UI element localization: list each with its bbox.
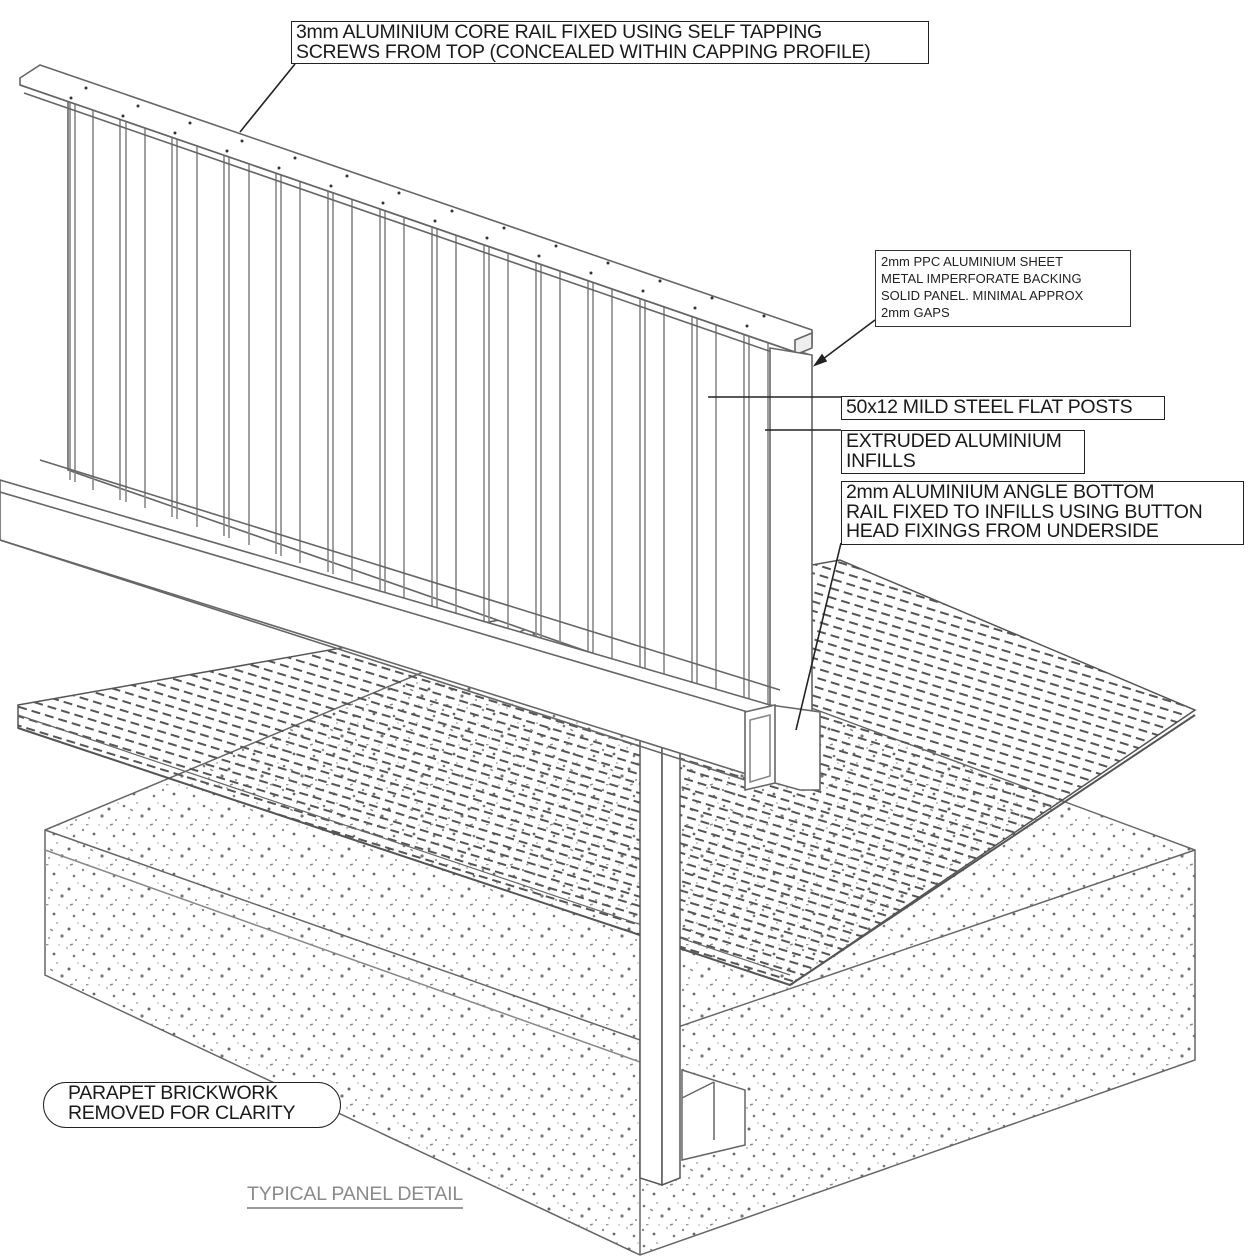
callout-line: REMOVED FOR CLARITY (68, 1101, 296, 1124)
callout-line: METAL IMPERFORATE BACKING (881, 270, 1082, 286)
balustrade-panel (67, 98, 813, 732)
callout-line: 50x12 MILD STEEL FLAT POSTS (846, 396, 1133, 418)
bottom-angle-rail (0, 459, 821, 792)
callout-line: 2mm ALUMINIUM ANGLE BOTTOM (846, 481, 1155, 503)
flat-post-lower (639, 733, 681, 1187)
callout-line: INFILLS (846, 449, 916, 472)
callout-ppc-sheet: 2mm PPC ALUMINIUM SHEET METAL IMPERFORAT… (875, 250, 1131, 327)
drainage-opening (681, 1068, 746, 1161)
drawing-title: TYPICAL PANEL DETAIL (247, 1183, 463, 1209)
callout-line: 3mm ALUMINIUM CORE RAIL FIXED USING SELF… (296, 21, 822, 43)
callout-infills: EXTRUDED ALUMINIUM INFILLS (841, 430, 1085, 474)
callout-bottom-rail: 2mm ALUMINIUM ANGLE BOTTOM RAIL FIXED TO… (841, 481, 1244, 545)
callout-line: SCREWS FROM TOP (CONCEALED WITHIN CAPPIN… (296, 40, 871, 63)
panel-end (769, 347, 813, 732)
callout-line: EXTRUDED ALUMINIUM (846, 430, 1062, 452)
callout-line: PARAPET BRICKWORK (68, 1082, 278, 1104)
leader-lines (239, 63, 876, 731)
callout-line: 2mm PPC ALUMINIUM SHEET (881, 254, 1064, 269)
callout-flat-posts: 50x12 MILD STEEL FLAT POSTS (841, 396, 1165, 420)
callout-line: HEAD FIXINGS FROM UNDERSIDE (846, 520, 1159, 542)
callout-parapet-note: PARAPET BRICKWORK REMOVED FOR CLARITY (43, 1082, 341, 1128)
callout-line: RAIL FIXED TO INFILLS USING BUTTON (846, 500, 1203, 523)
callout-line: SOLID PANEL. MINIMAL APPROX (881, 287, 1084, 303)
callout-core-rail: 3mm ALUMINIUM CORE RAIL FIXED USING SELF… (291, 21, 929, 64)
callout-line: 2mm GAPS (881, 304, 950, 320)
